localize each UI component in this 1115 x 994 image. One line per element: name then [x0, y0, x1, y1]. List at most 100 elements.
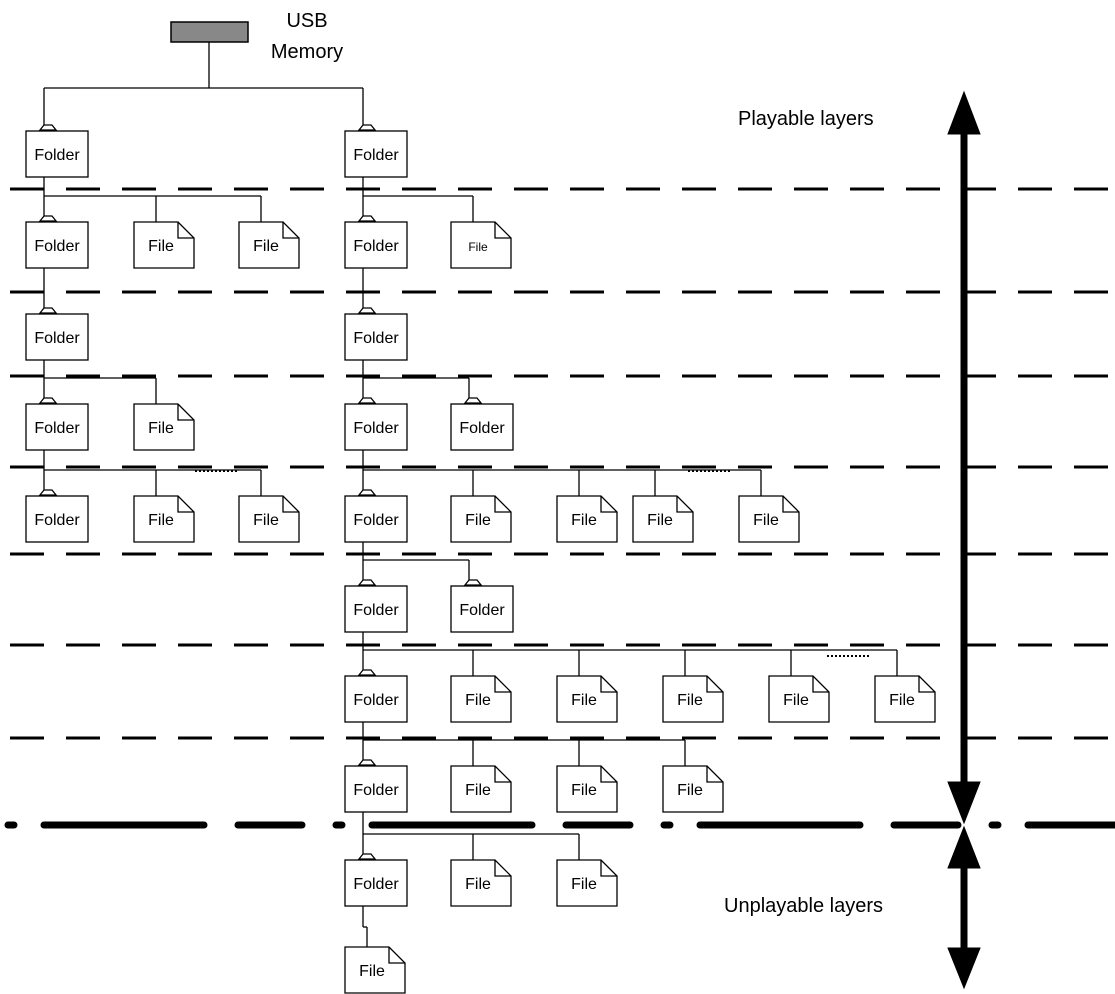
file-node: File — [662, 675, 724, 723]
folder-icon — [344, 495, 408, 543]
file-node: File — [450, 859, 512, 907]
file-icon — [133, 403, 195, 451]
file-icon — [450, 765, 512, 813]
folder-label: Folder — [353, 602, 399, 619]
folder-tab-icon — [357, 759, 377, 766]
file-label: File — [465, 692, 491, 709]
file-corner-fold — [600, 496, 617, 513]
folder-label: Folder — [353, 692, 399, 709]
folder-icon — [344, 221, 408, 269]
file-label: File — [148, 512, 174, 529]
file-corner-fold — [494, 860, 511, 877]
folder-node: Folder — [25, 397, 89, 451]
file-node: File — [238, 221, 300, 269]
folder-tab-icon — [357, 124, 377, 131]
folder-tab-icon — [357, 307, 377, 314]
folder-label: Folder — [353, 782, 399, 799]
file-label: File — [647, 512, 673, 529]
file-corner-fold — [676, 496, 693, 513]
folder-tab-icon — [38, 307, 58, 314]
folder-node: Folder — [450, 397, 514, 451]
folder-icon — [344, 130, 408, 178]
file-corner-fold — [918, 676, 935, 693]
folder-node: Folder — [25, 215, 89, 269]
tree-connectors — [43, 42, 898, 947]
file-label: File — [783, 692, 809, 709]
file-icon — [738, 495, 800, 543]
file-icon — [556, 859, 618, 907]
file-icon — [662, 765, 724, 813]
file-label: File — [253, 512, 279, 529]
folder-icon — [344, 765, 408, 813]
file-icon — [662, 675, 724, 723]
folder-node: Folder — [450, 579, 514, 633]
folder-tab-icon — [38, 215, 58, 222]
file-corner-fold — [494, 496, 511, 513]
folder-tab-icon — [357, 669, 377, 676]
folder-label: Folder — [353, 876, 399, 893]
folder-label: Folder — [353, 147, 399, 164]
folder-tab-icon — [38, 489, 58, 496]
file-label: File — [677, 692, 703, 709]
folder-node: Folder — [25, 489, 89, 543]
file-label: File — [571, 512, 597, 529]
folder-icon — [344, 585, 408, 633]
file-label: File — [571, 876, 597, 893]
folder-icon — [25, 313, 89, 361]
folder-node: Folder — [344, 579, 408, 633]
folder-node: Folder — [344, 124, 408, 178]
folder-label: Folder — [353, 512, 399, 529]
file-icon — [556, 765, 618, 813]
folder-icon — [344, 859, 408, 907]
playable-layers-label: Playable layers — [738, 108, 874, 130]
usb-memory-label-line1: USB — [286, 10, 327, 32]
file-node: File — [133, 495, 195, 543]
folder-node: Folder — [344, 397, 408, 451]
file-node: File — [556, 675, 618, 723]
folder-tab-icon — [357, 579, 377, 586]
folder-node: Folder — [344, 853, 408, 907]
folder-icon — [344, 313, 408, 361]
folder-tab-icon — [38, 397, 58, 404]
unplayable-layers-label: Unplayable layers — [724, 895, 883, 917]
folder-node: Folder — [344, 489, 408, 543]
file-label: File — [571, 692, 597, 709]
folder-label: Folder — [34, 330, 80, 347]
folder-label: Folder — [353, 330, 399, 347]
file-node: File — [238, 495, 300, 543]
folder-tab-icon — [357, 215, 377, 222]
folder-node: Folder — [344, 307, 408, 361]
folder-node: Folder — [344, 759, 408, 813]
file-corner-fold — [600, 860, 617, 877]
file-corner-fold — [177, 496, 194, 513]
usb-memory-icon — [170, 21, 249, 43]
file-icon — [450, 495, 512, 543]
folder-icon — [344, 403, 408, 451]
unplayable-arrow-up-head — [947, 825, 981, 869]
file-corner-fold — [494, 222, 511, 239]
file-label: File — [148, 420, 174, 437]
playable-arrow-up-head — [947, 90, 981, 135]
file-label: File — [253, 238, 279, 255]
file-icon — [238, 495, 300, 543]
file-node: File — [632, 495, 694, 543]
folder-tab-icon — [357, 397, 377, 404]
playable-arrow-down-head — [947, 781, 981, 825]
file-node: File — [768, 675, 830, 723]
file-icon — [133, 221, 195, 269]
file-node: File — [133, 403, 195, 451]
file-icon — [450, 859, 512, 907]
file-label: File — [465, 512, 491, 529]
unplayable-arrow-down-head — [947, 947, 981, 990]
file-node: File — [450, 765, 512, 813]
file-node: File — [344, 946, 406, 994]
file-icon — [632, 495, 694, 543]
folder-label: Folder — [353, 420, 399, 437]
folder-icon — [450, 403, 514, 451]
file-corner-fold — [177, 222, 194, 239]
usb-memory-root: USB Memory — [170, 10, 343, 63]
folder-label: Folder — [34, 420, 80, 437]
folder-icon — [450, 585, 514, 633]
folder-tab-icon — [357, 853, 377, 860]
file-node: File — [556, 495, 618, 543]
